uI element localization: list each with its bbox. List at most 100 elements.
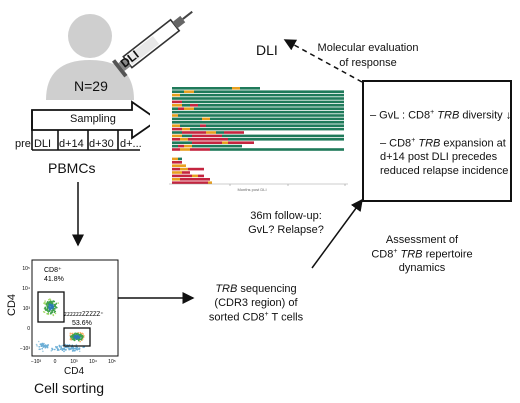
flow-event-dot [76, 334, 79, 337]
cd4-gate [63, 327, 91, 347]
flow-event-dot [74, 350, 76, 352]
flow-event-dot [75, 348, 77, 350]
flow-event-dot [41, 343, 43, 345]
flow-event-dot [53, 311, 56, 314]
swimmer-segment [182, 134, 192, 138]
finding-diversity-sup: + [430, 109, 435, 116]
swimmer-segment [172, 114, 178, 117]
flow-event-dot [79, 340, 81, 343]
gate2-pct: 53.6% [72, 320, 92, 327]
flow-event-dot [72, 349, 74, 352]
swimmer-segment [192, 134, 222, 138]
patient-icon [46, 14, 134, 100]
swimmer-segment [172, 161, 182, 164]
flow-event-dot [72, 346, 74, 348]
flow-event-dot [71, 336, 74, 338]
flow-event-dot [44, 346, 47, 349]
flow-event-dot [78, 350, 81, 353]
flow-event-dot [38, 346, 40, 348]
swimmer-segment [172, 134, 182, 138]
swimmer-segment [210, 117, 344, 121]
gate1-label: CD8⁺ [44, 267, 62, 274]
flow-event-dot [58, 345, 61, 348]
findings-box [362, 80, 512, 202]
sequencing-line1-suffix: sequencing [240, 283, 297, 295]
flow-event-dot [74, 339, 76, 341]
finding-diversity-suffix: diversity ↓ [462, 109, 512, 122]
assessment-line2: CD8+ TRB repertoire [352, 248, 492, 261]
flow-event-dot [69, 337, 72, 340]
swimmer-segment [180, 93, 344, 97]
flow-event-dot [57, 302, 59, 304]
followup-line2: GvL? Relapse? [248, 224, 324, 236]
swimmer-segment [180, 167, 188, 171]
flow-event-dot [44, 307, 46, 310]
flow-event-dot [48, 302, 50, 304]
swimmer-segment [200, 124, 206, 127]
flow-event-dot [64, 343, 67, 346]
swimmer-segment [192, 174, 198, 178]
swimmer-segment [222, 134, 344, 138]
flow-event-dot [55, 302, 58, 305]
finding-expansion-prefix: – CD8 [380, 137, 412, 150]
flow-event-dot [48, 298, 50, 301]
flow-x-tick-label: 0 [54, 359, 57, 365]
flow-event-dot [82, 333, 84, 335]
sequencing-line3-suffix: T cells [271, 311, 304, 324]
swimmer-segment [192, 144, 242, 148]
swimmer-segment [172, 178, 180, 181]
swimmer-segment [190, 148, 210, 151]
followup-line1: 36m follow-up: [250, 210, 322, 222]
swimmer-segment [194, 90, 344, 93]
flow-event-dot [77, 339, 80, 342]
swimmer-segment [190, 127, 344, 131]
flow-event-dot [67, 347, 70, 349]
flow-event-dot [60, 346, 62, 349]
gate1-pct: 41.8% [44, 276, 64, 283]
dashed-arrow-to-dli [283, 39, 363, 83]
swimmer-segment [172, 144, 178, 148]
sequencing-line3-prefix: sorted CD8 [208, 311, 265, 324]
swimmer-segment [172, 87, 232, 90]
swimmer-segment [172, 138, 180, 141]
flow-event-dot [78, 348, 80, 350]
flow-event-dot [78, 334, 81, 337]
flow-event-dot [57, 349, 60, 351]
flow-x-axis-title: CD4 [64, 366, 85, 377]
flow-event-dot [37, 340, 40, 343]
flow-event-dot [35, 343, 38, 346]
swimmer-segment [172, 157, 178, 161]
flow-event-dot [55, 306, 57, 308]
swimmer-segment [198, 104, 344, 107]
swimmer-axis-title: Months post DLI [237, 187, 266, 192]
finding-diversity: – GvL : CD8+ TRB diversity ↓ [370, 109, 511, 122]
flow-event-dot [69, 334, 71, 336]
flow-event-dot [52, 314, 54, 316]
flow-event-dot [45, 303, 48, 305]
flow-event-dot [71, 332, 73, 335]
flow-event-dot [43, 344, 46, 347]
flow-event-dot [42, 344, 44, 346]
flow-event-dot [39, 343, 42, 346]
flow-event-dot [42, 311, 45, 313]
flow-event-dot [43, 301, 46, 304]
flow-event-dot [76, 346, 79, 349]
sequencing-line3-sup: + [264, 311, 269, 318]
swimmer-segment [172, 104, 182, 107]
timepoint-pre: pre DLI [15, 138, 52, 150]
swimmer-segment [172, 121, 344, 124]
flow-event-dot [81, 337, 83, 340]
arrow-seq-to-findings [311, 198, 363, 269]
flow-event-dot [47, 344, 49, 346]
flow-event-dot [44, 300, 46, 302]
sampling-label: Sampling [70, 113, 116, 125]
sequencing-line3: sorted CD8+ T cells [196, 311, 316, 324]
cohort-size: N=29 [74, 78, 108, 94]
flow-event-dot [68, 344, 71, 346]
timepoint-d30: d+30 [89, 138, 114, 150]
swimmer-segment [172, 97, 344, 100]
swimmer-segment [232, 87, 240, 90]
swimmer-segment [172, 127, 182, 131]
flow-event-dot [50, 308, 52, 310]
